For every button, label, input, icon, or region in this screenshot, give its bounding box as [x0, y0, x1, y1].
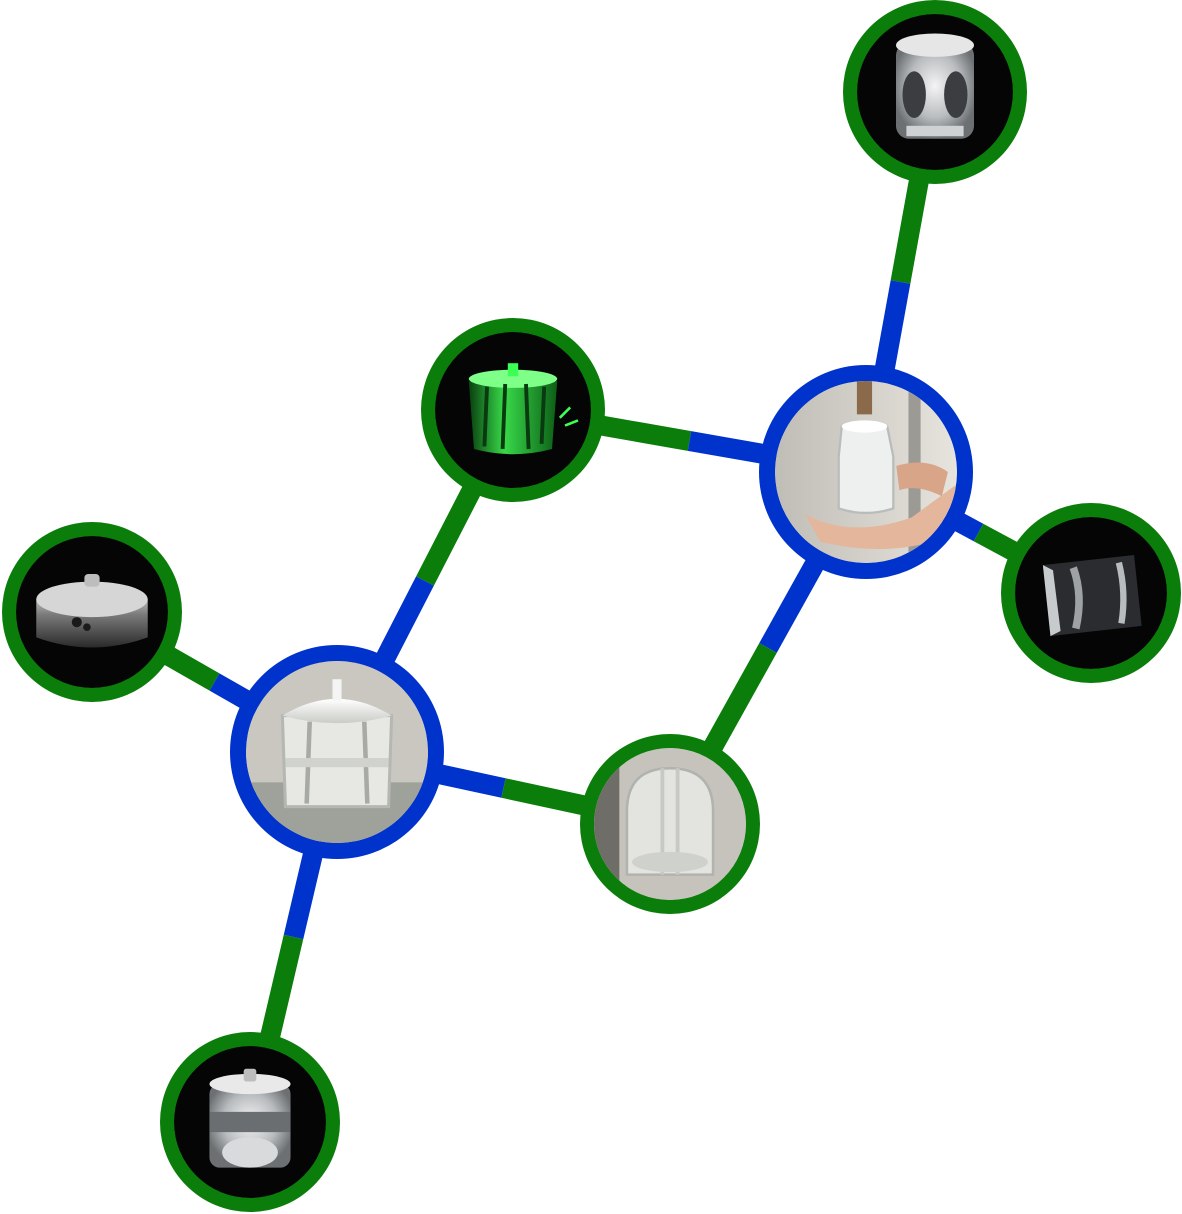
photo-clear-block-side: [1042, 555, 1142, 637]
node-photo-right: [1015, 517, 1167, 669]
node-bottom: [160, 1032, 340, 1212]
node-top-right: [843, 0, 1027, 184]
node-photo-bottom: [174, 1046, 326, 1198]
node-left-disc: [2, 522, 182, 702]
photo-clear-bottle-in-hand: [775, 381, 957, 563]
photo-clear-cylinder-dimpled: [896, 33, 974, 139]
node-photo-top-right: [857, 14, 1013, 170]
node-photo-white-jar: [246, 661, 428, 843]
photo-silver-disc-cap: [36, 574, 148, 648]
node-photo-hand: [775, 381, 957, 563]
node-photo-dome: [594, 748, 746, 900]
node-photo-left-disc: [16, 536, 168, 688]
node-green-glow: [421, 318, 605, 502]
node-hand: [759, 365, 973, 579]
node-white-jar: [230, 645, 444, 859]
node-dome: [580, 734, 760, 914]
photo-frosted-dome-block: [594, 748, 746, 900]
photo-clear-cylinder-with-bubble: [209, 1068, 291, 1168]
photo-frosted-jar-with-sprue: [246, 661, 428, 843]
edges-layer: [87, 90, 1096, 1125]
photo-green-glowing-jar: [468, 363, 579, 455]
node-right: [1001, 503, 1181, 683]
node-photo-green-glow: [435, 332, 591, 488]
